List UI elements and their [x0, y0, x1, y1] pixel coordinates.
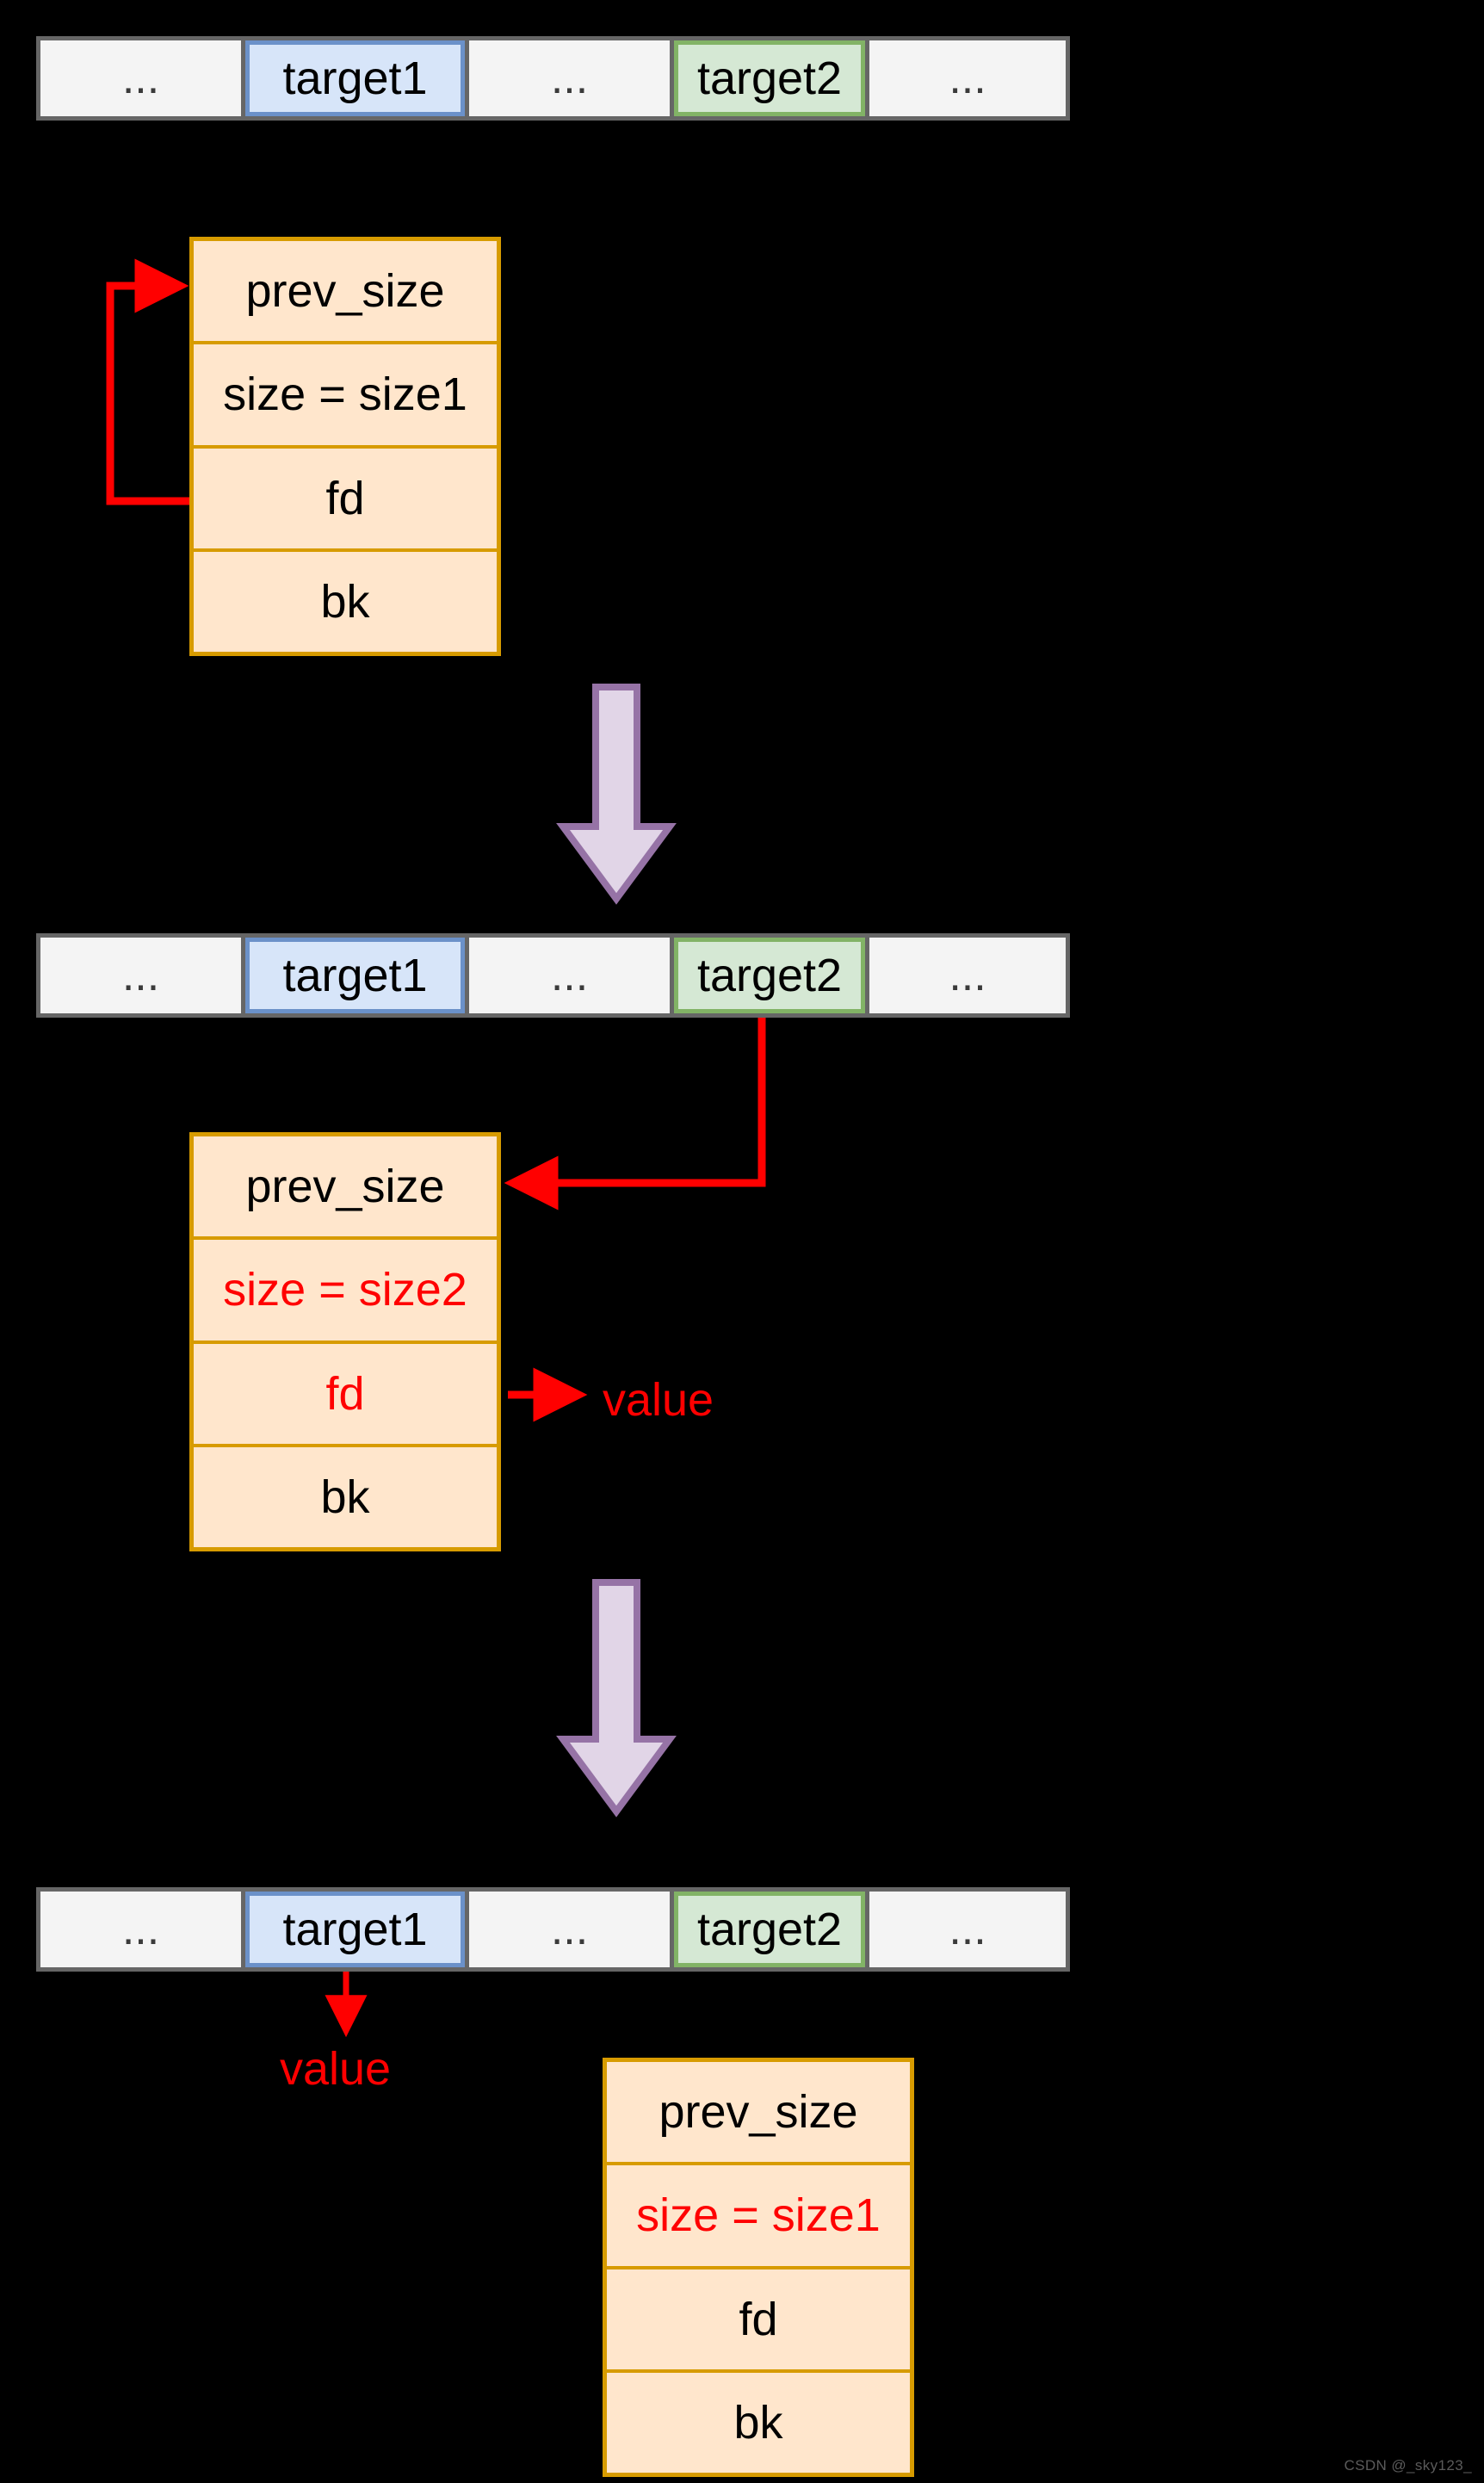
- chunk-row-fd: fd: [194, 449, 497, 552]
- chunk-row-bk: bk: [320, 575, 370, 628]
- chunk-row-size: size = size1: [194, 344, 497, 449]
- chunk-row-fd: fd: [194, 1344, 497, 1447]
- memory-cell-ellipsis: ...: [865, 40, 1070, 116]
- memory-cell-ellipsis: ...: [36, 1892, 245, 1967]
- chunk-row-size: size = size2: [194, 1240, 497, 1344]
- memory-cell-ellipsis: ...: [865, 938, 1070, 1013]
- flow-arrow-stage1-to-stage2: [556, 684, 677, 905]
- chunk-row-fd: fd: [607, 2269, 910, 2373]
- memory-table-stage1: ... target1 ... target2 ...: [36, 36, 1070, 121]
- memory-table-stage3: ... target1 ... target2 ...: [36, 1887, 1070, 1972]
- memory-cell-ellipsis: ...: [36, 938, 245, 1013]
- chunk-row-prev-size: prev_size: [194, 1136, 497, 1241]
- memory-cell-ellipsis: ...: [865, 1892, 1070, 1967]
- memory-cell-target2: target2: [674, 938, 865, 1013]
- chunk-row-bk: bk: [320, 1471, 370, 1523]
- flow-arrow-stage2-to-stage3: [556, 1579, 677, 1817]
- value-label-stage2: value: [603, 1374, 714, 1426]
- chunk-row-size: size = size1: [607, 2165, 910, 2269]
- memory-cell-target1: target1: [245, 1892, 465, 1967]
- memory-cell-target2: target2: [674, 1892, 865, 1967]
- watermark-text: CSDN @_sky123_: [1344, 2457, 1472, 2474]
- memory-cell-ellipsis: ...: [465, 1892, 674, 1967]
- chunk-row-prev-size: prev_size: [607, 2062, 910, 2166]
- pointer-arrow-target2-to-chunk: [504, 1018, 766, 1211]
- chunk-box-stage2: prev_size size = size2 fd bk: [189, 1132, 501, 1551]
- value-label-stage3: value: [280, 2043, 392, 2095]
- self-loop-arrow-stage1: [106, 258, 189, 505]
- memory-cell-ellipsis: ...: [465, 938, 674, 1013]
- memory-cell-ellipsis: ...: [465, 40, 674, 116]
- chunk-row-bk: bk: [733, 2396, 783, 2449]
- memory-cell-target2: target2: [674, 40, 865, 116]
- memory-cell-ellipsis: ...: [36, 40, 245, 116]
- memory-table-stage2: ... target1 ... target2 ...: [36, 933, 1070, 1018]
- memory-cell-target1: target1: [245, 938, 465, 1013]
- chunk-box-stage1: prev_size size = size1 fd bk: [189, 237, 501, 656]
- memory-cell-target1: target1: [245, 40, 465, 116]
- chunk-box-stage3: prev_size size = size1 fd bk: [603, 2058, 914, 2477]
- chunk-row-prev-size: prev_size: [194, 241, 497, 345]
